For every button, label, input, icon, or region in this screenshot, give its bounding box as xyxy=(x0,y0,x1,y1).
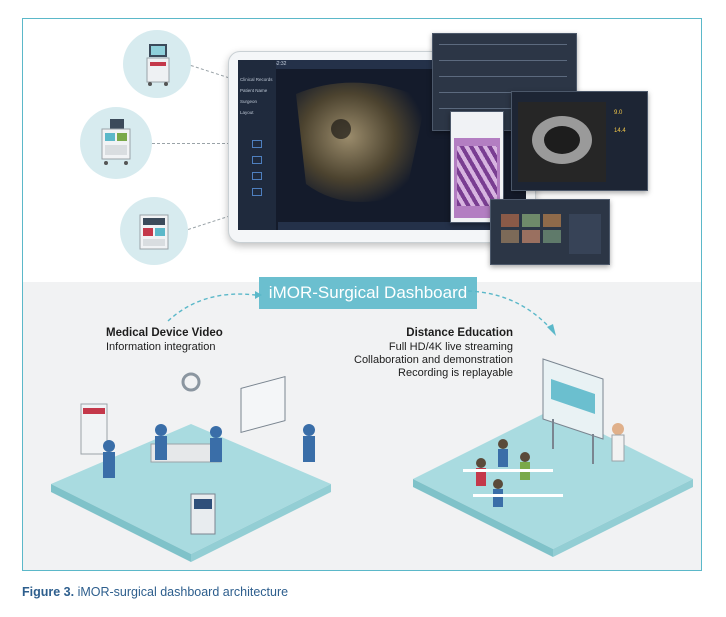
right-scene-title: Distance Education xyxy=(406,327,513,339)
tablet-sidebar: Clinical Records Patient Name Surgeon La… xyxy=(238,60,276,230)
connector-line xyxy=(188,215,231,230)
figure-caption: Figure 3. iMOR-surgical dashboard archit… xyxy=(22,585,288,599)
sidebar-item: Clinical Records xyxy=(240,77,273,82)
left-scene-line: Information integration xyxy=(106,341,216,353)
connector-line xyxy=(190,65,230,79)
classroom-illustration xyxy=(413,358,693,557)
sidebar-item: Surgeon xyxy=(240,99,258,104)
dashboard-title: iMOR-Surgical Dashboard xyxy=(259,277,477,309)
arrow-right xyxy=(467,290,556,336)
left-scene-title: Medical Device Video xyxy=(106,327,223,339)
device-cart-icon xyxy=(123,30,191,98)
screen-panel-pathology xyxy=(450,111,504,223)
sidebar-item: Patient Name xyxy=(240,88,268,93)
screen-panel-ultrasound: 9.0 14.4 xyxy=(511,91,648,191)
right-scene-line: Recording is replayable xyxy=(398,367,513,379)
right-scene-line: Collaboration and demonstration xyxy=(354,354,513,366)
right-scene-line: Full HD/4K live streaming xyxy=(388,341,513,353)
sidebar-item: Layout xyxy=(240,110,254,115)
arrow-left xyxy=(167,291,262,322)
ultrasound-image xyxy=(296,82,426,202)
caption-label: Figure 3. xyxy=(22,585,75,599)
svg-text:14.4: 14.4 xyxy=(614,128,626,134)
screen-panel-video-grid xyxy=(490,199,610,265)
diagram-frame: 2021-01-06 08:52:32 Clinical Records Pat… xyxy=(22,18,702,571)
connector-line xyxy=(152,143,230,144)
operating-room-illustration xyxy=(51,372,331,562)
caption-text: iMOR-surgical dashboard architecture xyxy=(74,585,289,599)
svg-text:9.0: 9.0 xyxy=(614,110,623,116)
monitor-unit-icon xyxy=(120,197,188,265)
anesthesia-machine-icon xyxy=(80,107,152,179)
